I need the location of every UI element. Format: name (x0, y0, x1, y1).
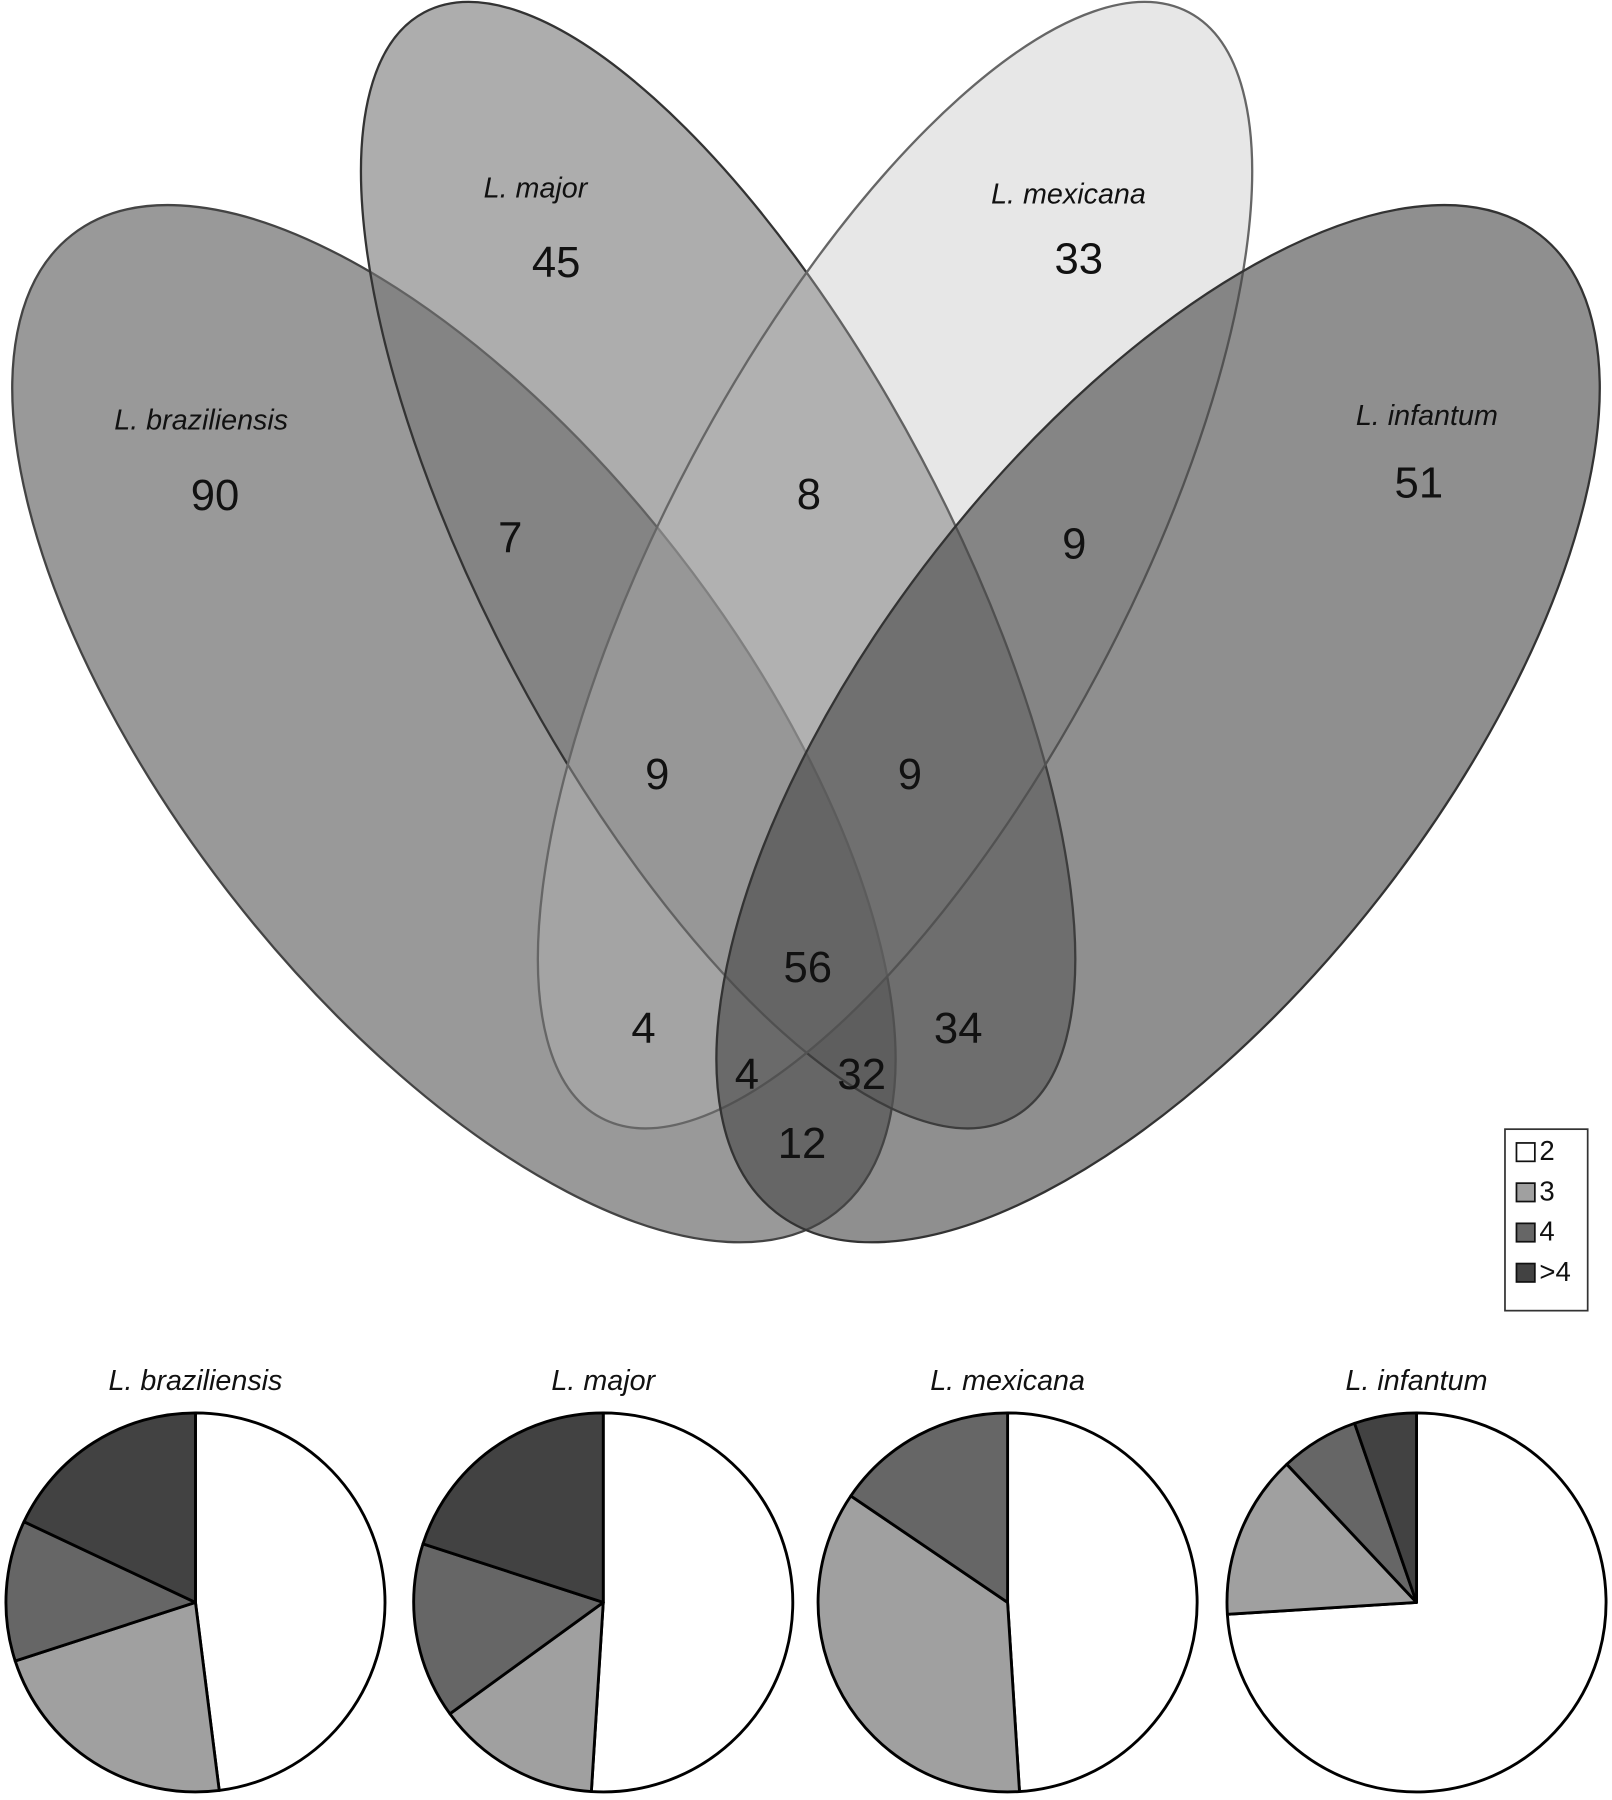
venn-diagram: L. braziliensis L. major L. mexicana L. … (11, 0, 1601, 1244)
region-count: 4 (735, 1050, 759, 1099)
pie-slice-4 (412, 1542, 605, 1716)
pie-slice-4 (4, 1520, 197, 1663)
region-count: 33 (1055, 234, 1104, 283)
pie-slice-gt4 (421, 1411, 605, 1604)
region-count: 56 (783, 943, 832, 992)
pie-chart: L. infantum (1225, 1365, 1608, 1794)
legend-label: 2 (1539, 1135, 1554, 1166)
pie-slice-2 (589, 1411, 795, 1794)
pie-slice-gt4 (1353, 1411, 1418, 1604)
set-label: L. major (484, 173, 589, 205)
ellipse-l-infantum (715, 203, 1601, 1244)
set-label: L. mexicana (991, 178, 1146, 210)
pie-title: L. mexicana (930, 1365, 1085, 1397)
pie-slice-4 (849, 1411, 1010, 1604)
legend: 2 3 4 >4 (1504, 1128, 1589, 1312)
region-count: 9 (898, 750, 922, 799)
legend-swatch (1515, 1222, 1536, 1243)
region-count: 34 (934, 1004, 983, 1053)
pie-slice-2 (1006, 1411, 1199, 1794)
legend-swatch (1515, 1262, 1536, 1283)
pie-chart: L. mexicana (816, 1365, 1199, 1794)
legend-swatch (1515, 1182, 1536, 1203)
region-count: 8 (797, 470, 821, 519)
set-label: L. infantum (1356, 400, 1498, 432)
pie-title: L. braziliensis (109, 1365, 283, 1397)
region-count: 4 (631, 1004, 655, 1053)
pie-title: L. infantum (1346, 1365, 1488, 1397)
region-count: 45 (532, 238, 581, 287)
region-count: 90 (191, 471, 240, 520)
pie-slice-3 (1225, 1462, 1418, 1616)
set-label: L. braziliensis (114, 405, 288, 437)
region-count: 9 (1062, 519, 1086, 568)
region-count: 9 (645, 750, 669, 799)
pie-slice-2 (194, 1411, 387, 1792)
pie-chart: L. major (412, 1365, 795, 1794)
pie-charts: L. braziliensis L. major L. mexicana L. inf… (4, 1365, 1608, 1794)
pie-slice-3 (448, 1600, 605, 1794)
pie-slice-3 (13, 1600, 221, 1794)
pie-chart: L. braziliensis (4, 1365, 387, 1794)
region-count: 7 (498, 514, 522, 563)
legend-label: 3 (1539, 1175, 1554, 1206)
region-count: 51 (1395, 458, 1444, 507)
legend-label: >4 (1539, 1256, 1570, 1287)
region-count: 32 (837, 1050, 886, 1099)
region-count: 12 (778, 1119, 827, 1168)
pie-title: L. major (551, 1365, 656, 1397)
pie-slice-gt4 (22, 1411, 197, 1604)
legend-swatch (1515, 1142, 1536, 1163)
pie-slice-3 (816, 1494, 1021, 1794)
legend-label: 4 (1539, 1216, 1554, 1247)
